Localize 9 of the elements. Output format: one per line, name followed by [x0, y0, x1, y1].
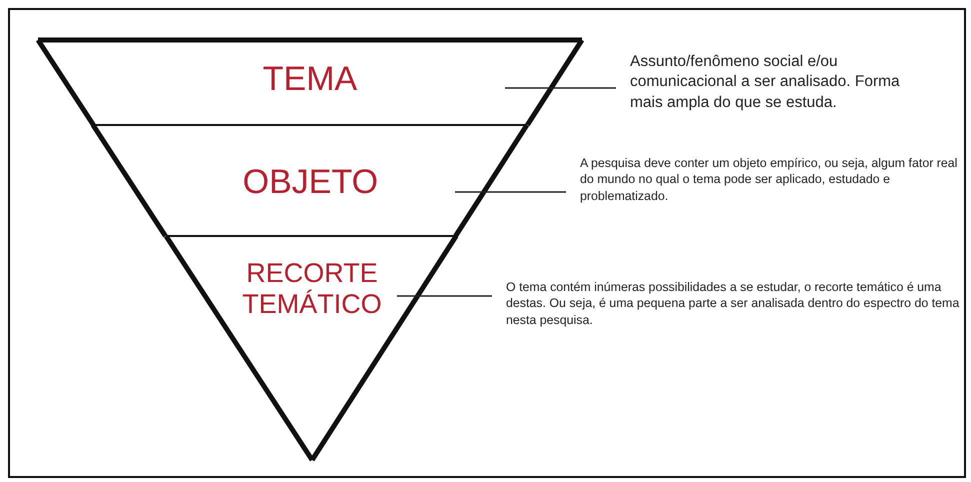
- leader-line: [397, 295, 492, 297]
- description-text: A pesquisa deve conter um objeto empírico, ou seja, algum fator real do mundo no qual o tema pode ser aplicado, estudado e problematizado.: [580, 155, 958, 204]
- description-text: O tema contém inúmeras possibilidades a se estudar, o recorte temático é uma destas. Ou seja, é uma pequena parte a ser analisada dentro do espectro do tema nesta pesquisa.: [506, 279, 960, 328]
- band-title: TEMA: [262, 60, 358, 100]
- leader-line: [505, 87, 616, 89]
- band-title: OBJETO: [242, 163, 380, 202]
- description-text: Assunto/fenômeno social e/ou comunicacional a ser analisado. Forma mais ampla do que se estuda.: [630, 52, 901, 113]
- leader-line: [455, 191, 566, 193]
- band-title: RECORTE TEMÁTICO: [241, 258, 383, 320]
